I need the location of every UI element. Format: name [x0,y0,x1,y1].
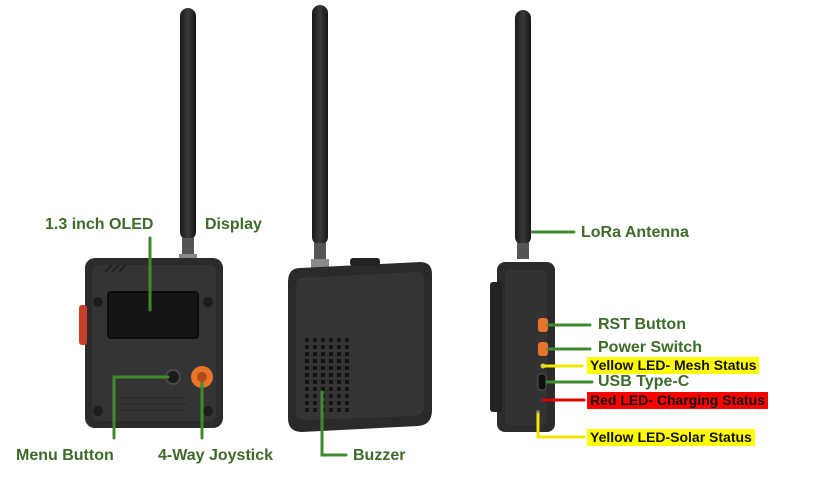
mesh-led-label: Yellow LED- Mesh Status [587,357,760,374]
buzzer-hole [345,401,349,405]
buzzer-hole [321,380,325,384]
solar-led-label: Yellow LED-Solar Status [587,429,755,446]
buzzer-hole [345,352,349,356]
oled-label-part2: Display [205,216,262,233]
buzzer-hole [321,352,325,356]
buzzer-hole [329,408,333,412]
side-antenna [515,10,531,259]
buzzer-hole [321,338,325,342]
power-switch [538,342,548,356]
buzzer-hole [337,387,341,391]
buzzer-hole [313,373,317,377]
front-device [79,8,223,428]
buzzer-hole [337,394,341,398]
buzzer-hole [329,380,333,384]
buzzer-hole [345,387,349,391]
buzzer-hole [313,394,317,398]
buzzer-hole [313,387,317,391]
back-antenna [311,5,329,269]
front-antenna [179,8,197,264]
buzzer-hole [313,345,317,349]
buzzer-hole [305,373,309,377]
buzzer-hole [321,373,325,377]
buzzer-hole [329,366,333,370]
menu-button-label: Menu Button [16,447,114,464]
buzzer-hole [329,338,333,342]
buzzer-hole [305,352,309,356]
buzzer-hole [313,359,317,363]
buzzer-hole [345,366,349,370]
buzzer-hole [337,366,341,370]
buzzer-hole [329,359,333,363]
buzzer-hole [305,394,309,398]
buzzer-hole [337,380,341,384]
buzzer-hole [345,408,349,412]
buzzer-hole [329,345,333,349]
buzzer-hole [329,401,333,405]
antenna-label: LoRa Antenna [581,224,689,241]
buzzer-hole [321,359,325,363]
buzzer-hole [329,394,333,398]
buzzer-hole [321,366,325,370]
buzzer-hole [313,401,317,405]
buzzer-hole [313,366,317,370]
power-switch-label: Power Switch [598,339,703,356]
buzzer-hole [313,338,317,342]
buzzer-hole [345,380,349,384]
buzzer-hole [321,387,325,391]
buzzer-hole [305,338,309,342]
buzzer-hole [305,387,309,391]
rst-button [538,318,548,332]
buzzer-hole [321,345,325,349]
buzzer-label: Buzzer [353,447,406,464]
oled-display [107,291,199,339]
buzzer-hole [313,408,317,412]
buzzer-hole [305,359,309,363]
buzzer-hole [305,380,309,384]
buzzer-hole [329,387,333,391]
buzzer-hole [337,338,341,342]
charging-led-label: Red LED- Charging Status [587,392,769,409]
buzzer-hole [345,345,349,349]
buzzer-hole [345,359,349,363]
side-device [490,10,555,432]
buzzer-hole [313,380,317,384]
buzzer-hole [305,408,309,412]
buzzer-hole [313,352,317,356]
buzzer-hole [329,373,333,377]
buzzer-hole [345,338,349,342]
buzzer-hole [345,394,349,398]
buzzer-hole [305,401,309,405]
joystick-label: 4-Way Joystick [158,447,274,464]
buzzer-hole [305,345,309,349]
buzzer-hole [345,373,349,377]
usb-port [537,373,547,391]
back-device [288,5,432,432]
buzzer-hole [337,408,341,412]
oled-label-part1: 1.3 inch OLED [45,216,154,233]
rst-button-label: RST Button [598,316,686,333]
buzzer-hole [329,352,333,356]
buzzer-hole [337,345,341,349]
solar-leader [536,412,586,439]
buzzer-hole [305,366,309,370]
buzzer-leader [320,390,348,457]
buzzer-hole [337,359,341,363]
buzzer-hole [337,401,341,405]
buzzer-hole [337,373,341,377]
menu-leader [112,375,170,440]
usb-label: USB Type-C [598,373,690,390]
buzzer-hole [337,352,341,356]
